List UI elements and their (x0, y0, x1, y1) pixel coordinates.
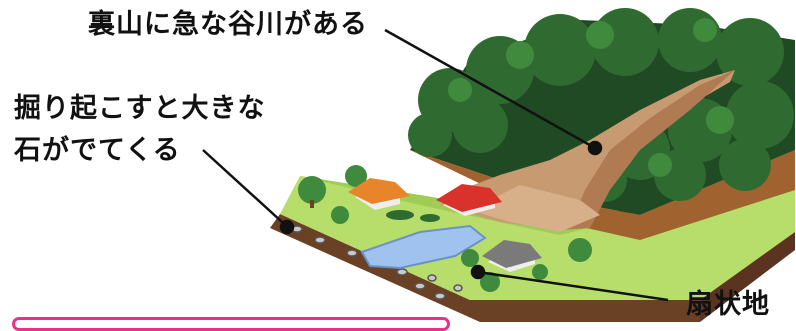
label-large-rocks-line2: 石がでてくる (14, 135, 181, 166)
ground-trees (298, 165, 592, 292)
house-red-roof (436, 184, 502, 216)
label-large-rocks: 掘り起こすと大きな 石がでてくる (14, 88, 265, 172)
label-alluvial-fan: 扇状地 (686, 289, 770, 320)
pond (360, 224, 487, 270)
buried-rocks (291, 225, 463, 300)
label-large-rocks-line1: 掘り起こすと大きな (14, 93, 266, 124)
debris-flow (440, 70, 735, 232)
house-orange-roof (348, 178, 410, 210)
house-gray-roof (482, 240, 542, 272)
leader-lines (202, 28, 669, 302)
landslide-terrain-illustration (202, 8, 795, 322)
label-steep-stream: 裏山に急な谷川がある (88, 9, 368, 40)
pink-caption-box (12, 317, 450, 331)
mountain (408, 8, 795, 240)
